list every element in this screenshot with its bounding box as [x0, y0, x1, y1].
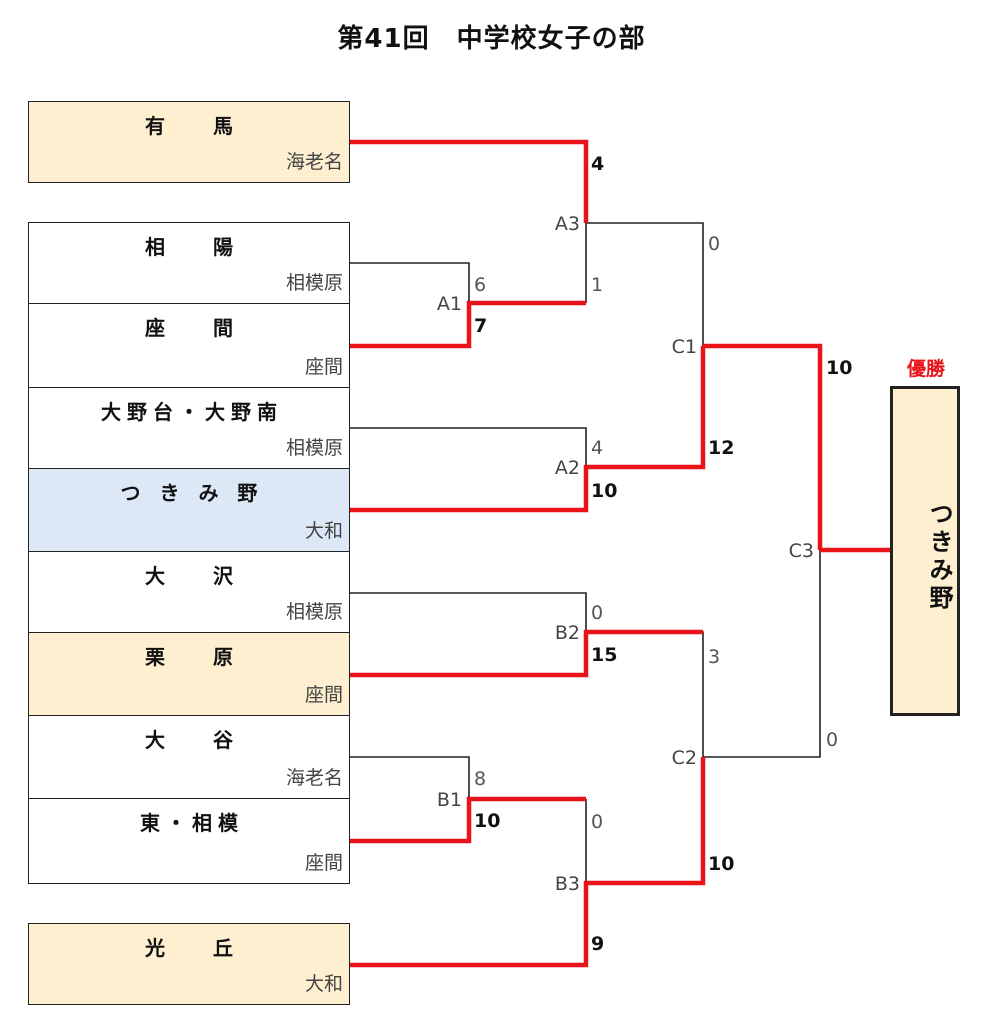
match-label-a3: A3	[555, 213, 580, 235]
champion-label: 優勝	[906, 358, 945, 380]
score-b1-top: 8	[474, 768, 486, 790]
champion-name: つきみ野	[925, 501, 953, 613]
match-label-c1: C1	[672, 336, 697, 358]
match-label-c2: C2	[672, 747, 697, 769]
team-box-hikarigaoka: 光 丘 大和	[28, 923, 350, 1005]
team-city: 海老名	[285, 767, 343, 789]
team-box-kurihara: 栗 原 座間	[28, 632, 350, 716]
score-c1-bottom: 12	[708, 437, 734, 459]
team-name: 座 間	[145, 316, 247, 340]
a3-win-line	[350, 139, 589, 223]
team-box-higashi-sagami: 東・相模 座間	[28, 798, 350, 884]
team-box-tsukimino: つ き み 野 大和	[28, 468, 350, 552]
team-city: 大和	[304, 520, 343, 542]
team-city: 相模原	[285, 601, 343, 623]
match-label-c3: C3	[789, 540, 814, 562]
team-name: 大 谷	[145, 728, 247, 752]
team-name: 光 丘	[145, 936, 247, 960]
score-c2-top: 3	[708, 646, 720, 668]
team-city: 相模原	[285, 272, 343, 294]
score-c2-bottom: 10	[708, 853, 734, 875]
score-b3-bottom: 9	[591, 933, 604, 955]
a1-win-line	[350, 300, 586, 349]
b3-win-line	[350, 757, 706, 968]
team-name: 大野台・大野南	[101, 400, 283, 424]
score-b2-bottom: 15	[591, 644, 617, 666]
a1-top-line	[350, 262, 470, 303]
score-c1-top: 0	[708, 233, 720, 255]
score-a2-top: 4	[591, 437, 603, 459]
team-box-oya: 大 谷 海老名	[28, 715, 350, 799]
a2-top-line	[350, 427, 587, 467]
score-b1-bottom: 10	[474, 810, 500, 832]
c3-bottom-line	[703, 550, 821, 758]
team-city: 大和	[304, 973, 343, 995]
score-b3-top: 0	[591, 811, 603, 833]
team-name: 大 沢	[145, 564, 247, 588]
b1-top-line	[350, 756, 470, 799]
match-label-a2: A2	[555, 457, 580, 479]
champion-box: つきみ野	[890, 386, 960, 716]
team-city: 座間	[304, 684, 343, 706]
team-name: つ き み 野	[120, 481, 264, 505]
score-b2-top: 0	[591, 602, 603, 624]
page-title: 第41回 中学校女子の部	[337, 24, 646, 54]
team-name: 相 陽	[145, 235, 247, 259]
team-name: 栗 原	[145, 645, 247, 669]
match-label-b1: B1	[437, 789, 462, 811]
a2-win-line	[350, 346, 706, 513]
score-a3-top: 4	[591, 153, 604, 175]
c1-top-line	[586, 222, 704, 346]
b1-win-line	[350, 796, 586, 844]
match-label-b3: B3	[555, 873, 580, 895]
team-city: 相模原	[285, 437, 343, 459]
team-name: 東・相模	[140, 811, 244, 835]
win-lines	[350, 139, 890, 968]
loss-lines	[350, 222, 821, 883]
score-c3-bottom: 0	[826, 729, 838, 751]
score-a3-bottom: 1	[591, 274, 603, 296]
team-city: 座間	[304, 356, 343, 378]
c1-win-line	[703, 343, 823, 550]
team-box-arima: 有 馬 海老名	[28, 101, 350, 183]
match-label-a1: A1	[437, 293, 462, 315]
team-city: 海老名	[285, 151, 343, 173]
score-a2-bottom: 10	[591, 480, 617, 502]
match-label-b2: B2	[555, 622, 580, 644]
b2-win-line	[350, 629, 703, 678]
team-name: 有 馬	[145, 114, 247, 138]
score-a1-top: 6	[474, 274, 486, 296]
team-city: 座間	[304, 852, 343, 874]
score-a1-bottom: 7	[474, 315, 487, 337]
score-c3-top: 10	[826, 357, 852, 379]
b2-top-line	[350, 592, 587, 632]
